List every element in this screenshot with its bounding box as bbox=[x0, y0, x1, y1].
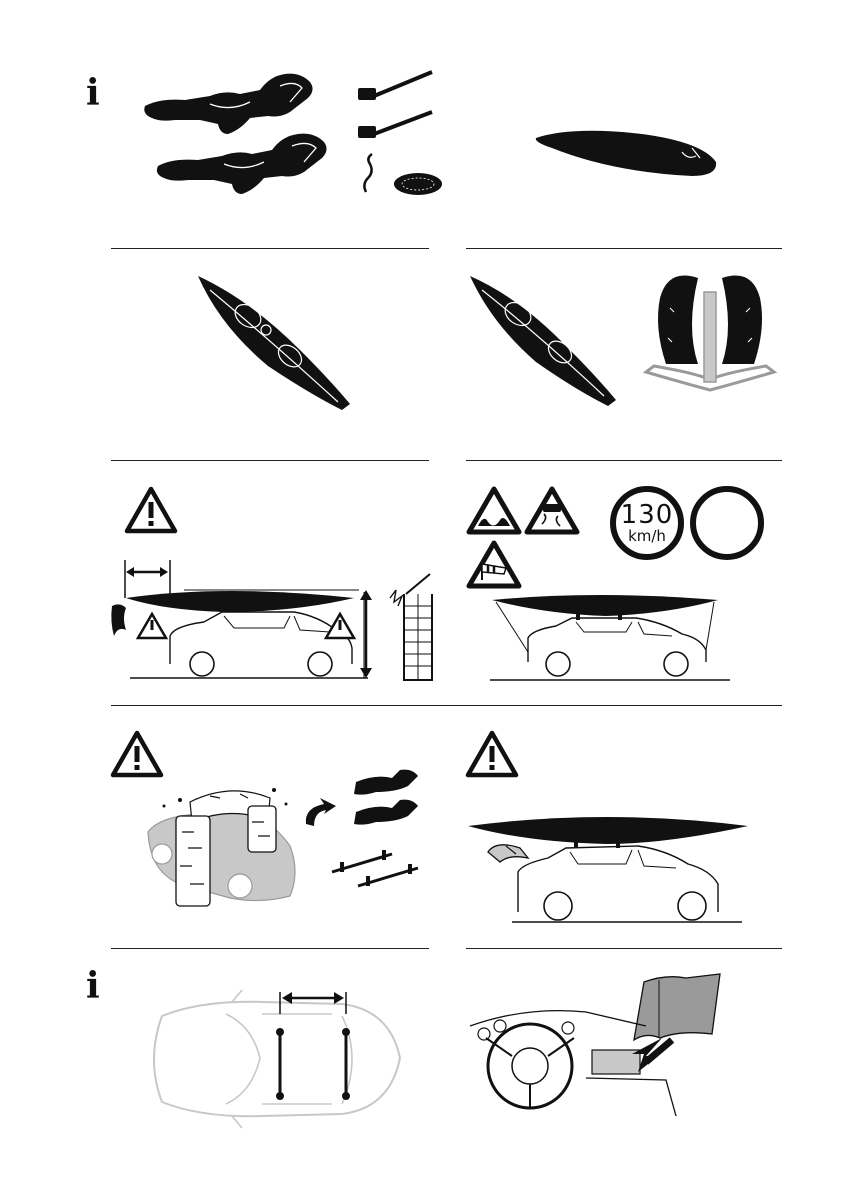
bar-spacing-top-view-illustration bbox=[142, 986, 406, 1136]
slippery-road-icon bbox=[524, 486, 580, 536]
speed-limit-value: 130 bbox=[616, 502, 678, 528]
board-illustration bbox=[532, 126, 722, 186]
tailgate-clearance-illustration bbox=[466, 810, 756, 928]
remove-carriers-illustration bbox=[296, 764, 436, 888]
info-icon: i bbox=[86, 968, 100, 1004]
kayak-carrier-set-illustration bbox=[140, 68, 340, 208]
info-icon: i bbox=[86, 75, 100, 111]
no-vehicles-sign bbox=[690, 486, 764, 560]
bumpy-road-icon bbox=[466, 486, 522, 536]
read-manual-dashboard-illustration bbox=[466, 970, 728, 1116]
vehicle-height-overhang-illustration bbox=[104, 556, 436, 686]
kayaks-on-carrier-front-illustration bbox=[640, 268, 780, 400]
kayak-tied-down-car-illustration bbox=[486, 592, 736, 684]
crosswind-icon bbox=[466, 540, 522, 590]
section-divider bbox=[111, 705, 782, 706]
section-divider bbox=[466, 248, 782, 249]
section-divider bbox=[111, 460, 429, 461]
warning-triangle-icon bbox=[465, 730, 519, 778]
section-divider bbox=[466, 460, 782, 461]
speed-limit-sign: 130 km/h bbox=[610, 486, 684, 560]
section-divider bbox=[466, 948, 782, 949]
warning-triangle-icon bbox=[110, 730, 164, 778]
straps-and-hooks-illustration bbox=[352, 68, 444, 200]
warning-triangle-icon bbox=[124, 486, 178, 534]
section-divider bbox=[111, 248, 429, 249]
car-crash-with-trees-illustration bbox=[140, 776, 310, 912]
kayak-top-view-illustration bbox=[190, 270, 360, 415]
speed-limit-unit: km/h bbox=[616, 528, 678, 544]
kayak-top-view-illustration bbox=[464, 270, 624, 410]
section-divider bbox=[111, 948, 429, 949]
